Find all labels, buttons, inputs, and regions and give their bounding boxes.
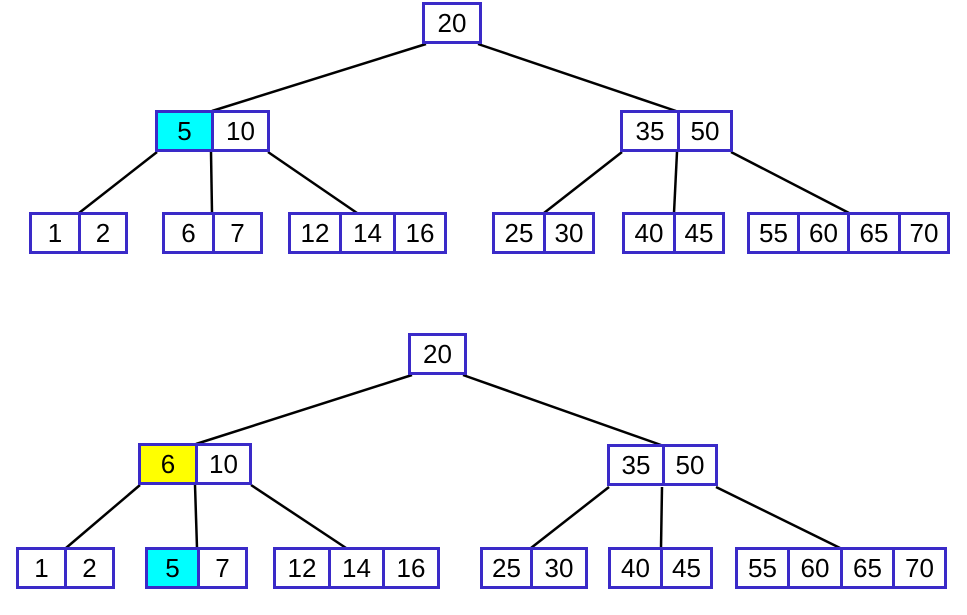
top-internal-node-right: 35 50 — [620, 110, 733, 152]
bottom-internal-node-right: 35 50 — [607, 444, 718, 486]
tree-edge — [195, 373, 413, 446]
key-cell: 65 — [840, 547, 895, 589]
tree-edge — [250, 483, 347, 550]
tree-edge — [65, 484, 141, 549]
bottom-leaf-node: 55 60 65 70 — [735, 547, 947, 589]
key-cell: 30 — [543, 212, 595, 254]
key-cell: 55 — [747, 212, 800, 254]
bottom-leaf-node: 12 14 16 — [273, 547, 440, 589]
key-cell: 35 — [620, 110, 680, 152]
key-cell: 70 — [898, 212, 950, 254]
bottom-internal-node-left: 6 10 — [138, 443, 252, 485]
top-internal-node-left: 5 10 — [155, 110, 270, 152]
key-cell: 55 — [735, 547, 790, 589]
tree-edge — [530, 486, 610, 549]
top-leaf-node: 25 30 — [492, 212, 595, 254]
key-cell: 16 — [393, 212, 447, 254]
key-cell: 20 — [422, 2, 482, 44]
key-cell: 50 — [677, 110, 733, 152]
tree-edge — [715, 485, 841, 550]
top-root-node: 20 — [422, 2, 482, 44]
key-cell-highlighted: 5 — [145, 547, 200, 589]
key-cell: 60 — [797, 212, 850, 254]
key-cell: 2 — [64, 547, 115, 589]
key-cell: 12 — [288, 212, 342, 254]
key-cell: 35 — [607, 444, 665, 486]
key-cell: 7 — [212, 212, 263, 254]
key-cell: 14 — [328, 547, 385, 589]
key-cell: 40 — [608, 547, 663, 589]
tree-edge — [730, 150, 850, 215]
key-cell: 30 — [530, 547, 588, 589]
key-cell: 60 — [787, 547, 843, 589]
key-cell: 1 — [16, 547, 67, 589]
top-leaf-node: 40 45 — [622, 212, 725, 254]
top-leaf-node: 1 2 — [29, 212, 128, 254]
tree-edge — [477, 42, 677, 113]
bottom-root-node: 20 — [408, 333, 467, 375]
key-cell: 40 — [622, 212, 676, 254]
tree-edge — [672, 151, 679, 214]
key-cell: 10 — [211, 110, 270, 152]
bottom-leaf-node: 1 2 — [16, 547, 115, 589]
bottom-leaf-node: 25 30 — [480, 547, 588, 589]
key-cell: 25 — [492, 212, 546, 254]
key-cell: 20 — [408, 333, 467, 375]
key-cell: 7 — [197, 547, 248, 589]
key-cell: 25 — [480, 547, 533, 589]
bottom-leaf-node: 5 7 — [145, 547, 248, 589]
key-cell-highlighted: 5 — [155, 110, 214, 152]
tree-edge — [193, 484, 199, 549]
key-cell: 45 — [660, 547, 713, 589]
key-cell: 2 — [78, 212, 128, 254]
bottom-leaf-node: 40 45 — [608, 547, 713, 589]
top-leaf-node: 12 14 16 — [288, 212, 447, 254]
tree-edge — [462, 373, 662, 447]
key-cell: 45 — [673, 212, 725, 254]
key-cell: 1 — [29, 212, 81, 254]
tree-edge — [78, 151, 158, 214]
top-leaf-node: 55 60 65 70 — [747, 212, 950, 254]
tree-edge — [209, 151, 214, 214]
key-cell: 65 — [847, 212, 901, 254]
top-leaf-node: 6 7 — [162, 212, 263, 254]
key-cell-highlighted: 6 — [138, 443, 198, 485]
tree-edge — [543, 151, 623, 214]
key-cell: 6 — [162, 212, 215, 254]
tree-edge — [211, 42, 427, 113]
key-cell: 16 — [382, 547, 440, 589]
key-cell: 50 — [662, 444, 718, 486]
tree-edge — [267, 150, 358, 215]
key-cell: 70 — [892, 547, 947, 589]
key-cell: 14 — [339, 212, 396, 254]
key-cell: 10 — [195, 443, 252, 485]
tree-edge — [659, 486, 664, 549]
key-cell: 12 — [273, 547, 331, 589]
